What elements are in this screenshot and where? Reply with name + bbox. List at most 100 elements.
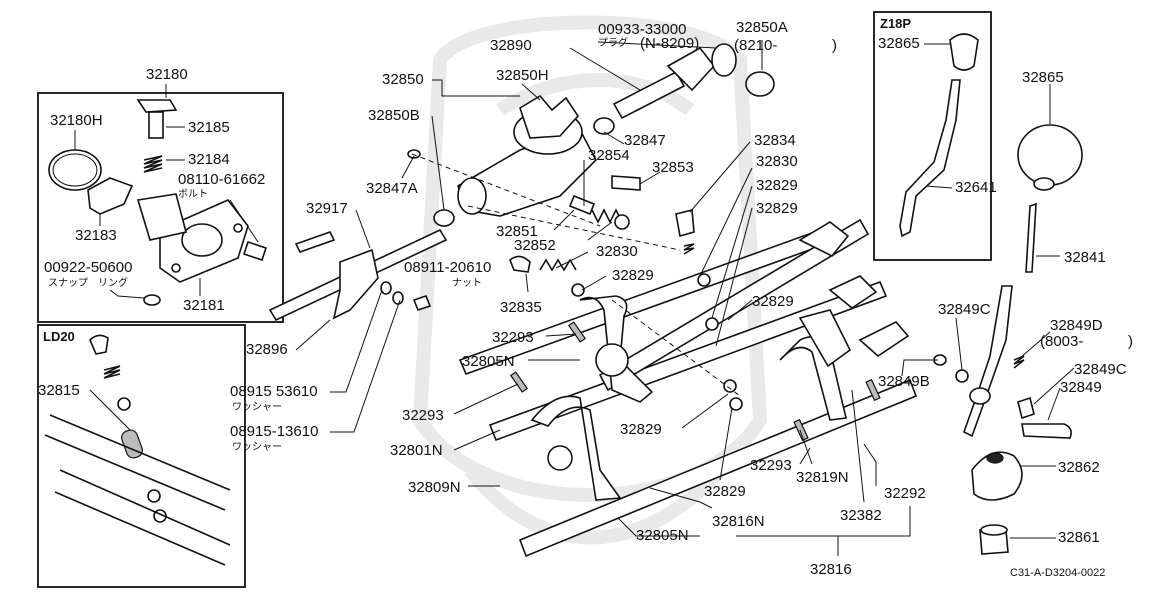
label-32184: 32184 bbox=[188, 151, 230, 168]
clevis-upper bbox=[798, 221, 850, 258]
label-bolt-jp: ボルト bbox=[178, 188, 208, 200]
label-32850a: 32850A bbox=[736, 19, 788, 36]
ld20-spring bbox=[103, 365, 121, 379]
check-ball bbox=[697, 273, 711, 287]
label-32829-c: 32829 bbox=[612, 267, 654, 284]
inset-z18p: Z18P 32865 32641 bbox=[873, 11, 997, 261]
label-32850: 32850 bbox=[382, 71, 424, 88]
label-08911-20610: 08911-20610 bbox=[404, 259, 491, 276]
label-washer-b-jp: ワッシャー bbox=[232, 442, 282, 453]
rod-32841-part bbox=[1025, 202, 1037, 273]
label-32865: 32865 bbox=[1022, 69, 1064, 86]
plug-32835-part bbox=[509, 255, 531, 273]
label-32293-a: 32293 bbox=[492, 329, 534, 346]
label-08915-53610: 08915 53610 bbox=[230, 383, 318, 400]
plug-32834-part bbox=[675, 208, 695, 238]
ld20-plunger bbox=[89, 334, 109, 355]
label-32830-b: 32830 bbox=[596, 243, 638, 260]
label-32834: 32834 bbox=[754, 132, 796, 149]
clevis-middle bbox=[828, 275, 878, 309]
label-plug-jp: プラグ bbox=[598, 36, 628, 49]
label-32850h: 32850H bbox=[496, 67, 549, 84]
main-assembly bbox=[268, 43, 918, 558]
label-8003: (8003- bbox=[1040, 333, 1083, 350]
label-32180h: 32180H bbox=[50, 112, 103, 129]
bolt-32853-part bbox=[611, 175, 641, 191]
inset-32180-frame bbox=[37, 92, 284, 323]
part-labels: 00933-33000 プラグ (N-8209) 32850A (8210- )… bbox=[230, 19, 1133, 579]
inset-ld20-frame bbox=[37, 324, 246, 588]
label-32862: 32862 bbox=[1058, 459, 1100, 476]
bolt-32849-part bbox=[1021, 423, 1072, 439]
watermark-emblem bbox=[412, 15, 768, 545]
label-32852: 32852 bbox=[514, 237, 556, 254]
label-32292: 32292 bbox=[884, 485, 926, 502]
label-32851: 32851 bbox=[496, 223, 538, 240]
label-n-8209: (N-8209) bbox=[640, 35, 699, 52]
stopper-part bbox=[136, 99, 178, 113]
striking-rod-part bbox=[612, 70, 686, 120]
label-32293-c: 32293 bbox=[750, 457, 792, 474]
inset-32180: 32180 32180H 32185 32184 08110-61662 ボルト… bbox=[37, 66, 284, 323]
nut-part bbox=[412, 295, 432, 311]
label-8210-close: ) bbox=[832, 37, 837, 54]
snap-ring-part bbox=[143, 294, 161, 306]
inset-ld20: LD20 32815 bbox=[37, 324, 246, 588]
label-32181: 32181 bbox=[183, 297, 225, 314]
fork-32805n-lower bbox=[530, 395, 622, 501]
label-32816n: 32816N bbox=[712, 513, 765, 530]
label-32849c-a: 32849C bbox=[938, 301, 991, 318]
ld20-pin bbox=[121, 429, 143, 459]
label-32809n: 32809N bbox=[408, 479, 461, 496]
label-z18p-32865: 32865 bbox=[878, 35, 920, 52]
label-32829-b: 32829 bbox=[756, 200, 798, 217]
label-8003-close: ) bbox=[1128, 333, 1133, 350]
spring-part bbox=[143, 155, 163, 173]
label-32847a: 32847A bbox=[366, 180, 418, 197]
label-32830-a: 32830 bbox=[756, 153, 798, 170]
label-32829-e: 32829 bbox=[620, 421, 662, 438]
label-32805n-a: 32805N bbox=[462, 353, 515, 370]
bolt-part bbox=[242, 240, 268, 262]
label-32854: 32854 bbox=[588, 147, 630, 164]
label-32835: 32835 bbox=[500, 299, 542, 316]
leader-lines bbox=[295, 40, 1075, 556]
label-32896: 32896 bbox=[246, 341, 288, 358]
label-32829-a: 32829 bbox=[756, 177, 798, 194]
inset-z18p-title: Z18P bbox=[880, 16, 911, 31]
label-32861: 32861 bbox=[1058, 529, 1100, 546]
label-z18p-32641: 32641 bbox=[955, 179, 997, 196]
label-32382: 32382 bbox=[840, 507, 882, 524]
knob-32865-part bbox=[1017, 124, 1083, 186]
inset-z18p-frame bbox=[873, 11, 992, 261]
inset-32180-title: 32180 bbox=[146, 66, 188, 83]
label-32853: 32853 bbox=[652, 159, 694, 176]
label-32849d: 32849D bbox=[1050, 317, 1103, 334]
label-nut-jp: ナット bbox=[452, 277, 482, 289]
fork-32896-part bbox=[332, 248, 379, 320]
label-32819n: 32819N bbox=[796, 469, 849, 486]
label-washer-a-jp: ワッシャー bbox=[232, 402, 282, 413]
right-parts bbox=[933, 84, 1083, 555]
ring-32850a-part bbox=[745, 71, 775, 97]
label-32850b: 32850B bbox=[368, 107, 420, 124]
label-32829-d: 32829 bbox=[752, 293, 794, 310]
label-32185: 32185 bbox=[188, 119, 230, 136]
inset-ld20-title: LD20 bbox=[43, 329, 75, 344]
label-32849c-b: 32849C bbox=[1074, 361, 1127, 378]
z18p-lever-part bbox=[899, 79, 961, 238]
bracket-32850h-part bbox=[519, 94, 580, 139]
label-32816: 32816 bbox=[810, 561, 852, 578]
label-32917: 32917 bbox=[306, 200, 348, 217]
label-32849: 32849 bbox=[1060, 379, 1102, 396]
bracket-part bbox=[87, 177, 134, 215]
spring-32852-part bbox=[591, 208, 623, 224]
z18p-knob-part bbox=[949, 33, 979, 71]
diagram-code: C31-A-D3204-0022 bbox=[1010, 567, 1105, 579]
label-32183: 32183 bbox=[75, 227, 117, 244]
label-32801n: 32801N bbox=[390, 442, 443, 459]
label-8210: (8210- bbox=[734, 37, 777, 54]
label-00933-33000: 00933-33000 bbox=[598, 21, 686, 38]
label-32815: 32815 bbox=[38, 382, 80, 399]
